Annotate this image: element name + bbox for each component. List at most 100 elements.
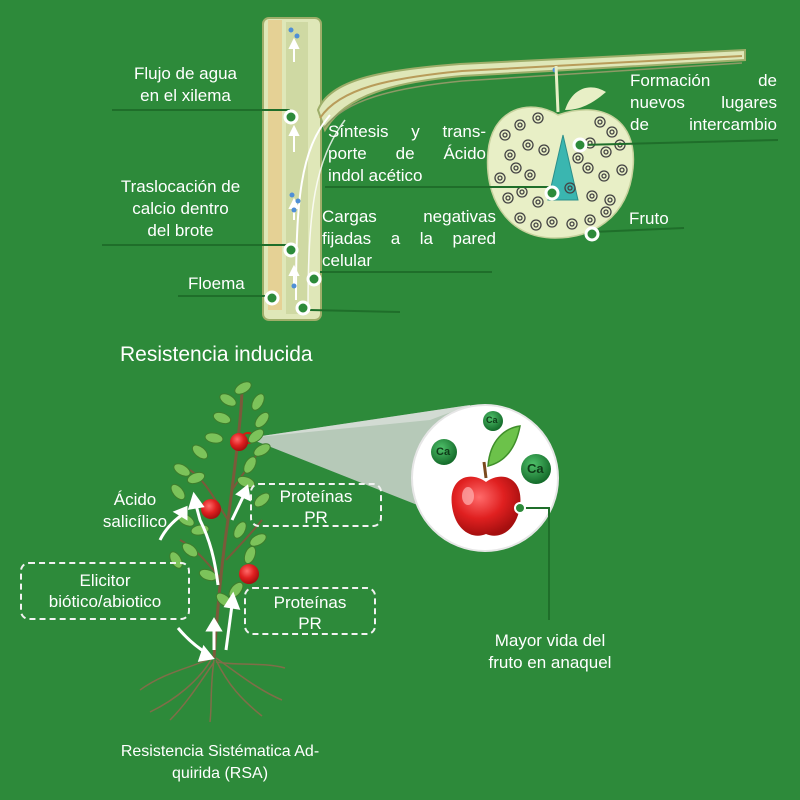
calcium-label: Ca: [436, 446, 451, 458]
exchange-site-core: [585, 165, 591, 171]
exchange-site: [494, 172, 506, 184]
label-line: salicílico: [102, 512, 168, 531]
exchange-site: [564, 182, 576, 194]
fruit-illustration: [486, 65, 635, 239]
exchange-site-core: [597, 119, 603, 125]
exchange-site: [604, 194, 616, 206]
exchange-site: [582, 162, 594, 174]
exchange-site-core: [517, 215, 523, 221]
box-line: PR: [304, 508, 328, 527]
leaf: [233, 521, 247, 539]
leaf: [181, 542, 199, 558]
label-line: Ácido: [113, 490, 157, 509]
label-line: Síntesis y trans-: [328, 122, 486, 141]
box-line: PR: [298, 614, 322, 633]
exchange-site-core: [603, 149, 609, 155]
box-line: Elicitor: [79, 571, 131, 590]
leaf: [234, 381, 252, 395]
exchange-site-core: [601, 173, 607, 179]
leaf: [253, 492, 271, 508]
upper-leader-lines: [102, 109, 779, 313]
exchange-site: [546, 216, 558, 228]
exchange-site: [530, 219, 542, 231]
exchange-site: [522, 139, 534, 151]
label-line: Formación de: [630, 71, 777, 90]
exchange-site-core: [567, 185, 573, 191]
exchange-site: [586, 190, 598, 202]
exchange-site-core: [549, 219, 555, 225]
label-line: fruto en anaquel: [488, 653, 612, 672]
shelf-life-line: [520, 507, 550, 620]
label-line: indol acético: [328, 166, 423, 185]
exchange-site: [616, 164, 628, 176]
exchange-site-core: [533, 222, 539, 228]
exchange-site-core: [541, 147, 547, 153]
calcium-ions: [431, 411, 551, 484]
label-line: Mayor vida del: [494, 631, 606, 650]
exchange-site: [598, 170, 610, 182]
exchange-site: [532, 196, 544, 208]
exchange-site: [600, 206, 612, 218]
exchange-site-core: [589, 193, 595, 199]
exchange-site: [502, 192, 514, 204]
label-line: de intercambio: [630, 115, 777, 134]
leaf: [249, 533, 267, 547]
box-line: Proteínas: [273, 593, 347, 612]
exchange-site: [524, 169, 536, 181]
label-line: Resistencia Sistématica Ad-: [120, 743, 320, 760]
exchange-site-core: [575, 155, 581, 161]
exchange-site: [538, 144, 550, 156]
exchange-site: [510, 162, 522, 174]
label-phloem: Floema: [188, 274, 245, 293]
exchange-site-core: [519, 189, 525, 195]
leaf: [228, 581, 244, 599]
leaf: [254, 411, 270, 429]
exchange-site: [566, 218, 578, 230]
exchange-site-core: [505, 195, 511, 201]
exchange-site: [504, 149, 516, 161]
label-line: fijadas a la pared: [322, 229, 496, 248]
leaf: [173, 463, 191, 477]
box-elicitor: Elicitor biótico/abiotico: [20, 562, 190, 620]
exchange-site: [514, 119, 526, 131]
exchange-site-core: [587, 217, 593, 223]
exchange-site: [514, 212, 526, 224]
exchange-site-core: [525, 142, 531, 148]
label-line: Traslocación de: [120, 177, 241, 196]
label-calcium-translocation: Traslocación de calcio dentro del brote: [103, 176, 258, 242]
upper-marker-dots: [264, 109, 600, 316]
exchange-site-core: [513, 165, 519, 171]
exchange-site-core: [502, 132, 508, 138]
exchange-site-core: [535, 115, 541, 121]
leaf: [191, 444, 209, 460]
label-xylem-flow: Flujo de agua en el xilema: [118, 63, 253, 107]
label-line: nuevos lugares: [630, 93, 777, 112]
exchange-site-core: [517, 122, 523, 128]
calcium-label: Ca: [527, 461, 544, 476]
exchange-site-core: [527, 172, 533, 178]
label-sar: Resistencia Sistématica Ad- quirida (RSA…: [80, 741, 360, 785]
leaf: [212, 411, 232, 425]
exchange-site-core: [569, 221, 575, 227]
exchange-site-core: [619, 167, 625, 173]
label-line: celular: [322, 251, 373, 270]
label-line: del brote: [147, 221, 214, 240]
exchange-site: [594, 116, 606, 128]
label-salicylic-acid: Ácido salicílico: [80, 489, 190, 533]
exchange-site: [584, 214, 596, 226]
calcium-label: Ca: [486, 415, 498, 425]
leaf: [253, 443, 271, 457]
box-line: biótico/abiotico: [48, 592, 162, 611]
exchange-site: [499, 129, 511, 141]
exchange-site-core: [609, 129, 615, 135]
leaf: [251, 393, 265, 411]
exchange-site-core: [603, 209, 609, 215]
exchange-site-core: [607, 197, 613, 203]
exchange-site-core: [507, 152, 513, 158]
box-pr-proteins-top: Proteínas PR: [250, 483, 382, 527]
apple-closeup: [451, 425, 521, 536]
exchange-site: [600, 146, 612, 158]
exchange-site: [606, 126, 618, 138]
leaf: [170, 483, 186, 501]
leaf: [186, 471, 206, 485]
